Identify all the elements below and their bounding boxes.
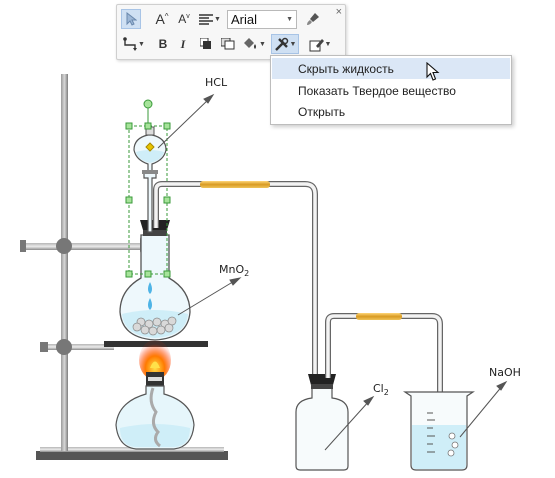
bold-button[interactable]: B — [158, 37, 168, 51]
font-name-select[interactable]: Arial▼ — [227, 10, 297, 29]
menu-item-hide-liquid[interactable]: Скрыть жидкость — [272, 58, 510, 79]
separatory-funnel[interactable] — [133, 126, 167, 233]
tools-button[interactable]: ▼ — [271, 34, 299, 54]
rubber-tube-1 — [200, 181, 270, 188]
align-icon — [199, 13, 214, 25]
menu-item-open[interactable]: Открыть — [298, 104, 346, 119]
italic-button[interactable]: I — [180, 36, 186, 51]
send-back-button[interactable] — [219, 34, 237, 54]
leader-lines — [157, 93, 508, 451]
selection-handles[interactable] — [125, 99, 171, 278]
beaker — [403, 391, 475, 471]
chevron-down-icon: ▼ — [286, 16, 293, 23]
context-menu: Скрыть жидкость Показать Твердое веществ… — [270, 55, 512, 125]
send-back-icon — [221, 38, 235, 50]
naoh-label: NaOH — [489, 366, 521, 379]
stand — [20, 74, 228, 460]
pointer-icon — [126, 12, 137, 26]
fill-color-button[interactable]: ▼ — [241, 34, 267, 54]
tools-icon — [274, 37, 288, 51]
mno2-label: MnO2 — [219, 263, 250, 279]
paint-bucket-icon — [244, 38, 257, 49]
close-icon[interactable]: × — [335, 6, 342, 18]
connector-icon — [123, 37, 138, 51]
shrink-font-icon: A — [178, 12, 187, 26]
brush-icon — [307, 13, 319, 25]
grow-font-button[interactable]: A^ — [155, 11, 169, 27]
alcohol-burner — [115, 340, 195, 450]
cl2-label: Cl2 — [373, 382, 389, 398]
edit-shape-icon — [309, 38, 324, 51]
menu-item-show-solid[interactable]: Показать Твердое вещество — [298, 83, 456, 98]
bring-front-button[interactable] — [197, 34, 215, 54]
pointer-tool-button[interactable] — [121, 9, 141, 29]
gas-bottle — [295, 374, 349, 471]
connector-button[interactable]: ▼ — [121, 34, 147, 54]
format-painter-button[interactable] — [303, 9, 323, 29]
hcl-label: HCL — [205, 76, 228, 89]
mouse-cursor-icon — [426, 62, 440, 81]
edit-shape-button[interactable]: ▼ — [307, 34, 333, 54]
bring-front-icon — [200, 38, 211, 49]
grow-font-icon: A — [155, 11, 165, 27]
align-text-button[interactable]: ▼ — [199, 9, 221, 29]
rubber-tube-2 — [356, 313, 402, 320]
round-bottom-flask — [119, 220, 191, 341]
